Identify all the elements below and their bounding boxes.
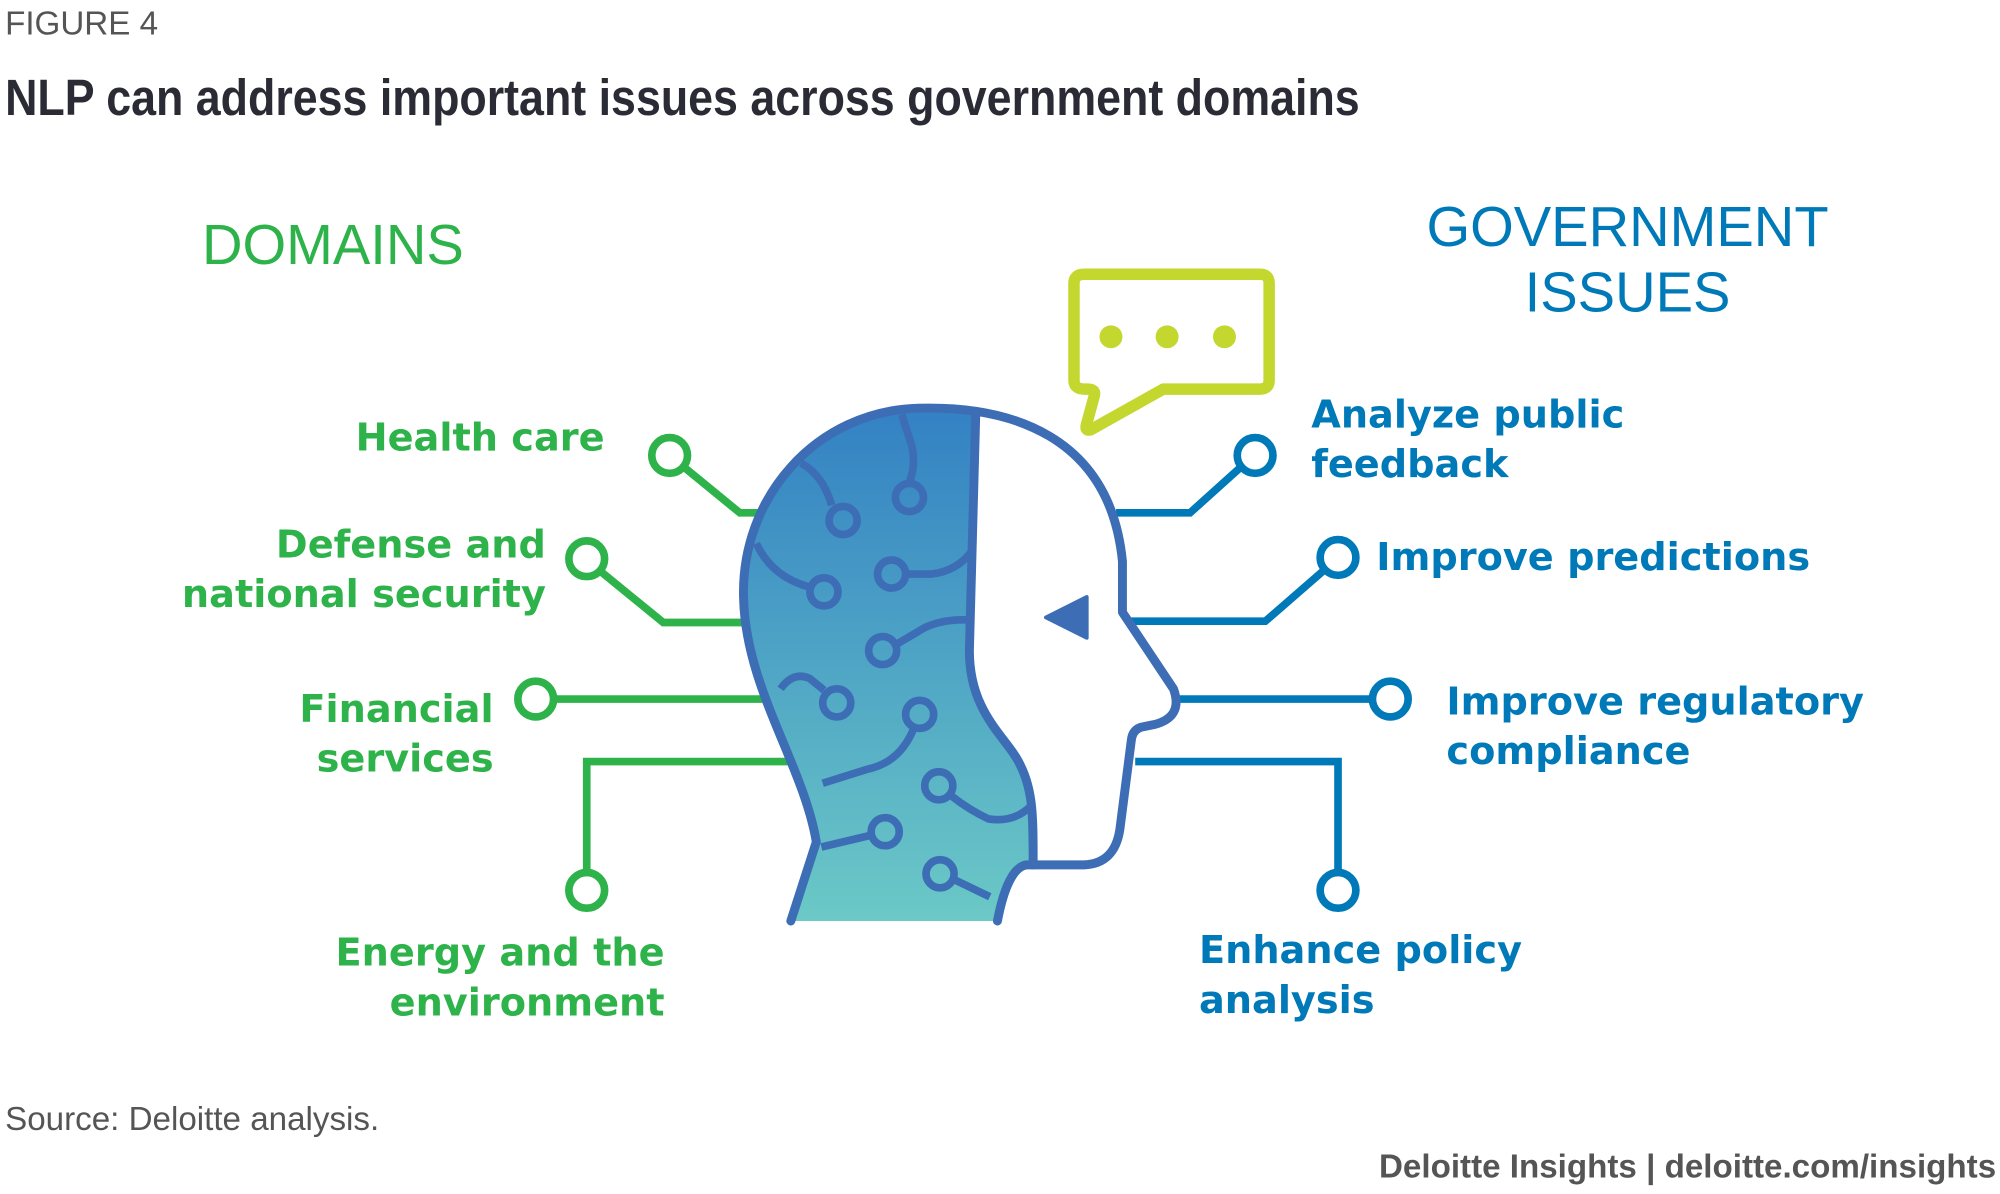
node-energy-icon (565, 868, 609, 913)
node-defense-icon (565, 537, 609, 581)
domain-energy-line2: environment (390, 980, 665, 1025)
node-feedback-icon (1233, 433, 1277, 478)
node-regulatory-icon (1368, 677, 1412, 721)
domain-connectors (514, 433, 807, 913)
issue-feedback-line1: Analyze public (1311, 392, 1624, 437)
issues-heading-line1: GOVERNMENT (1426, 195, 1828, 258)
source-note: Source: Deloitte analysis. (5, 1101, 379, 1138)
connector-energy (582, 757, 807, 873)
footer-credit: Deloitte Insights | deloitte.com/insight… (1379, 1148, 1996, 1185)
domain-health-care: Health care (356, 415, 605, 460)
issue-policy-line1: Enhance policy (1199, 928, 1522, 973)
domain-energy-line1: Energy and the (336, 931, 665, 976)
page-title: NLP can address important issues across … (5, 69, 1360, 126)
node-financial-icon (514, 677, 558, 721)
circuit-lines (752, 413, 1034, 901)
issues-heading-line2: ISSUES (1525, 260, 1731, 323)
node-policy-icon (1316, 868, 1360, 913)
connector-health-care (681, 463, 759, 517)
connector-policy (1135, 757, 1342, 873)
speech-bubble-icon (1068, 268, 1275, 436)
domain-defense-line2: national security (182, 572, 546, 617)
issue-regulatory-line1: Improve regulatory (1446, 679, 1864, 724)
domain-defense-line1: Defense and (276, 522, 546, 567)
issue-feedback-line2: feedback (1311, 442, 1510, 487)
connector-feedback (1116, 464, 1244, 517)
figure-label: FIGURE 4 (5, 5, 158, 42)
node-predictions-icon (1316, 535, 1360, 580)
connector-defense (598, 568, 747, 627)
issue-policy-line2: analysis (1199, 978, 1375, 1023)
domains-heading: DOMAINS (202, 213, 464, 276)
issue-connectors (1116, 433, 1412, 913)
issue-predictions: Improve predictions (1376, 535, 1810, 580)
head-icon (739, 403, 1181, 926)
domain-financial-line2: services (317, 737, 494, 782)
domain-financial-line1: Financial (299, 687, 493, 732)
connector-predictions (1125, 567, 1327, 626)
circuit-nodes (806, 479, 958, 892)
issue-regulatory-line2: compliance (1446, 729, 1690, 774)
node-health-care-icon (647, 433, 692, 478)
